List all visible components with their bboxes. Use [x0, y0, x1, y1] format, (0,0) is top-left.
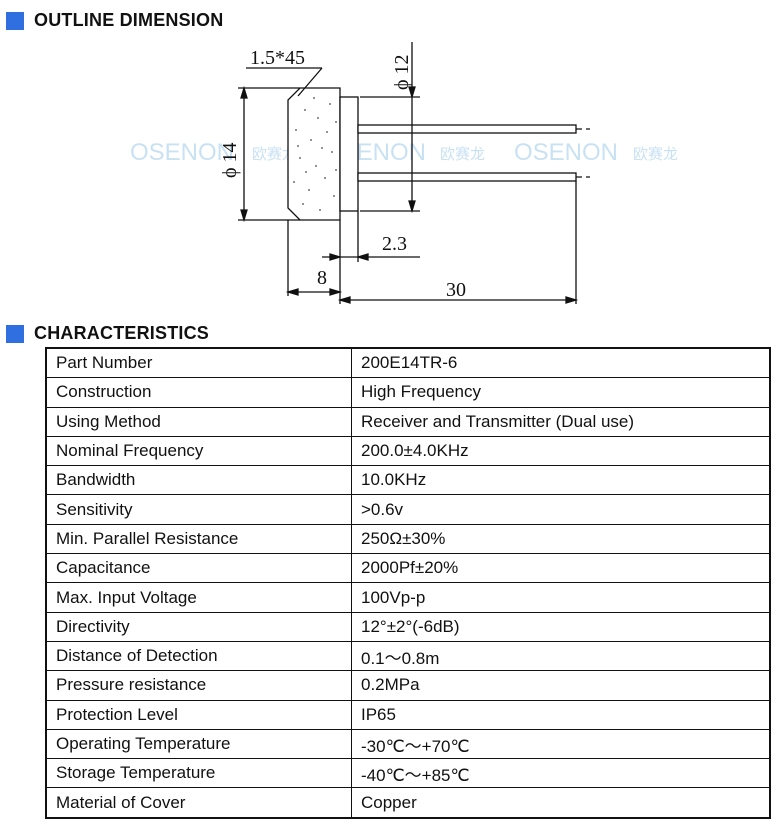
watermark-cn-1: 欧赛龙 — [252, 145, 297, 163]
watermark-brand-1: OSENON — [130, 139, 234, 166]
outline-section-header: OUTLINE DIMENSION — [6, 10, 223, 31]
spec-value: 200E14TR-6 — [351, 347, 771, 379]
spec-label: Storage Temperature — [45, 758, 352, 789]
spec-value: 200.0±4.0KHz — [351, 435, 771, 467]
spec-label: Sensitivity — [45, 494, 352, 525]
dim-total-length: 30 — [446, 279, 466, 301]
spec-label: Construction — [45, 377, 352, 408]
pin-bottom — [357, 172, 577, 182]
spec-value: High Frequency — [351, 377, 771, 408]
dim-body-diameter: ϕ 14 — [219, 142, 241, 178]
spec-value: 0.1～0.8m — [351, 640, 771, 672]
characteristics-heading: CHARACTERISTICS — [34, 323, 210, 343]
spec-value: Receiver and Transmitter (Dual use) — [351, 406, 771, 437]
spec-value: 100Vp-p — [351, 582, 771, 613]
table-row: Sensitivity>0.6v — [45, 494, 771, 525]
spec-label: Directivity — [45, 611, 352, 642]
table-row: Operating Temperature-30℃～+70℃ — [45, 728, 771, 760]
section-marker-icon — [6, 324, 24, 343]
spec-value: Copper — [351, 787, 771, 819]
outline-heading: OUTLINE DIMENSION — [34, 10, 224, 30]
characteristics-section-header: CHARACTERISTICS — [6, 323, 209, 344]
spec-label: Protection Level — [45, 699, 352, 730]
transducer-body — [287, 87, 341, 221]
table-row: Storage Temperature-40℃～+85℃ — [45, 758, 771, 789]
spec-label: Capacitance — [45, 553, 352, 584]
spec-label: Min. Parallel Resistance — [45, 523, 352, 555]
spec-value: 10.0KHz — [351, 465, 771, 496]
transducer-cap — [339, 96, 359, 212]
spec-value: -40℃～+85℃ — [351, 758, 771, 789]
spec-label: Part Number — [45, 347, 352, 379]
dim-pin-offset: 2.3 — [382, 233, 407, 255]
spec-label: Max. Input Voltage — [45, 582, 352, 613]
watermark: OSENON 欧赛龙 OSENON 欧赛龙 OSENON 欧赛龙 — [130, 139, 678, 166]
spec-label: Bandwidth — [45, 465, 352, 496]
spec-value: IP65 — [351, 699, 771, 730]
spec-value: 12°±2°(-6dB) — [351, 611, 771, 642]
spec-label: Distance of Detection — [45, 640, 352, 672]
spec-label: Pressure resistance — [45, 670, 352, 701]
watermark-brand-3: OSENON — [514, 139, 618, 166]
watermark-cn-2: 欧赛龙 — [440, 145, 485, 163]
spec-value: -30℃～+70℃ — [351, 728, 771, 760]
spec-label: Material of Cover — [45, 787, 352, 819]
dim-pin-diameter: ϕ 12 — [391, 54, 413, 90]
spec-label: Nominal Frequency — [45, 435, 352, 467]
spec-value: >0.6v — [351, 494, 771, 525]
outline-drawing: OSENON 欧赛龙 OSENON 欧赛龙 OSENON 欧赛龙 — [130, 42, 678, 304]
body-texture — [293, 97, 337, 211]
spec-value: 2000Pf±20% — [351, 553, 771, 584]
spec-label: Using Method — [45, 406, 352, 437]
dim-body-length: 8 — [317, 267, 327, 289]
section-marker-icon — [6, 11, 24, 30]
spec-label: Operating Temperature — [45, 728, 352, 760]
watermark-cn-3: 欧赛龙 — [633, 145, 678, 163]
pin-top — [357, 124, 577, 134]
dim-chamfer: 1.5*45 — [250, 47, 305, 69]
spec-value: 250Ω±30% — [351, 523, 771, 555]
spec-value: 0.2MPa — [351, 670, 771, 701]
